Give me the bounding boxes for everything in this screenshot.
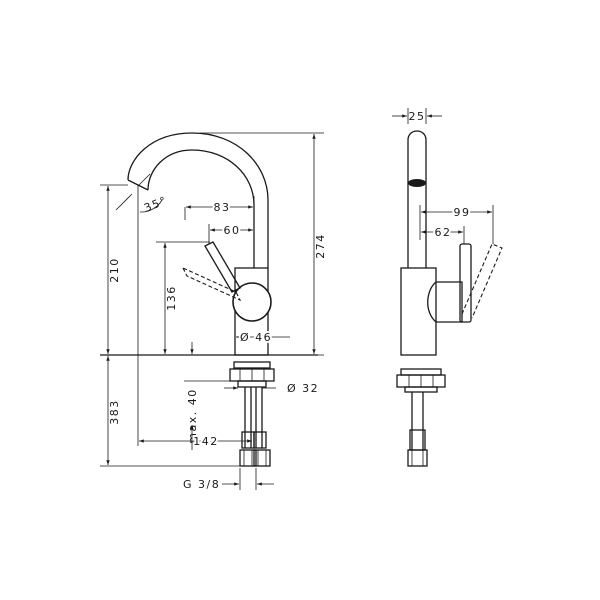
side-lever — [459, 243, 472, 323]
dim-diameter-32: Ø 32 — [287, 382, 319, 395]
spout-inner — [147, 149, 255, 268]
spout-outer — [127, 132, 269, 268]
dim-136: 136 — [165, 285, 178, 311]
dim-62: 62 — [435, 226, 452, 239]
side-lever-connector — [427, 281, 463, 323]
dim-g-3-8: G 3/8 — [183, 478, 220, 491]
dim-diameter-46: Ø 46 — [240, 331, 272, 344]
lever-knob — [232, 282, 272, 322]
dim-83: 83 — [214, 201, 231, 214]
dim-99: 99 — [454, 206, 471, 219]
dim-25: 25 — [409, 110, 426, 123]
lever-handle — [204, 241, 241, 293]
dim-35-degrees: 35° — [142, 194, 169, 215]
side-spout — [407, 130, 427, 268]
dim-max-40: max. 40 — [186, 388, 199, 443]
mount-washer-top — [233, 361, 271, 369]
hose-fitting-left — [241, 431, 255, 449]
lever-handle-dashed — [181, 266, 242, 302]
dim-142: 142 — [193, 435, 219, 448]
dim-383: 383 — [108, 399, 121, 425]
side-view: 25 99 62 — [392, 108, 503, 467]
side-lever-dashed — [461, 243, 503, 319]
side-aerator — [408, 179, 426, 187]
dim-210: 210 — [108, 257, 121, 283]
hose-fitting-right — [253, 431, 267, 449]
dim-60: 60 — [224, 224, 241, 237]
front-view: 274 210 35° 83 60 136 Ø 46 Ø 32 — [100, 132, 327, 491]
side-body — [400, 267, 437, 356]
dim-274: 274 — [314, 233, 327, 259]
mount-washer — [237, 380, 267, 388]
